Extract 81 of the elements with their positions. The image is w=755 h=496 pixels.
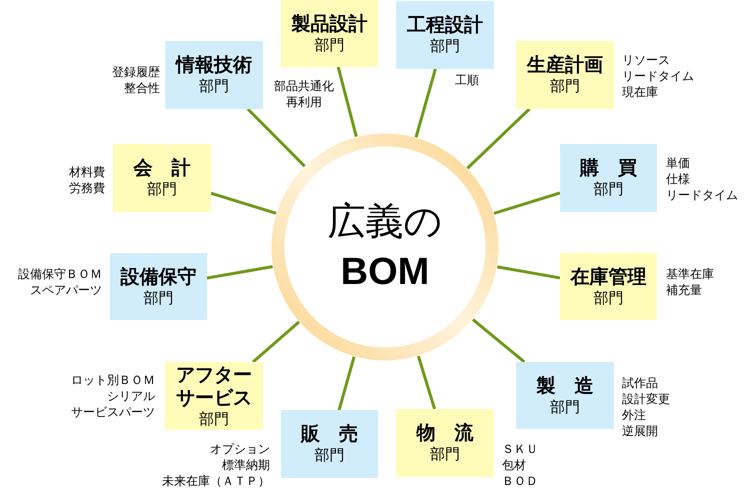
department-name: 販 売	[301, 423, 358, 446]
note-text: 部品共通化	[273, 78, 335, 94]
department-box	[281, 0, 378, 67]
department-box	[396, 1, 494, 69]
note-text: 設備保守ＢＯＭ	[18, 266, 102, 282]
department-label: 部門	[199, 77, 229, 96]
department-box	[560, 253, 657, 320]
department-label: 部門	[550, 398, 580, 416]
note-text: 登録履歴	[112, 64, 160, 80]
department-label: 部門	[314, 446, 344, 465]
department-box	[516, 41, 614, 109]
note-text: スペアパーツ	[29, 282, 102, 298]
note-text: 仕様	[666, 171, 691, 187]
center-circle	[271, 133, 499, 361]
connector-line	[246, 108, 306, 168]
connector-line	[414, 68, 437, 138]
department-name: 物 流	[416, 422, 474, 445]
department-box	[396, 409, 494, 477]
note-text: 現在庫	[622, 84, 659, 100]
connector-line	[493, 192, 560, 215]
department-name: 工程設計	[407, 14, 483, 37]
department-label: 部門	[550, 77, 580, 96]
department-label: 部門	[594, 180, 624, 199]
connector-line	[466, 108, 530, 170]
center-title: 広義の	[328, 200, 442, 245]
department-box	[110, 253, 207, 320]
note-text: 材料費	[69, 164, 105, 180]
note-text: 単価	[666, 155, 691, 171]
note-text: リードタイム	[622, 68, 694, 84]
note-text: 包材	[502, 457, 527, 473]
department-label: 部門	[144, 288, 174, 308]
department-label: 部門	[199, 410, 229, 428]
note-text: シリアル	[106, 388, 155, 404]
note-text: 補充量	[666, 282, 703, 298]
note-text: 未来在庫（ＡＴＰ）	[162, 473, 270, 489]
department-box	[113, 144, 211, 212]
department-name: 情報技術	[176, 54, 252, 77]
connector-line	[472, 318, 526, 364]
department-label: 部門	[314, 36, 344, 54]
note-text: 整合性	[123, 80, 160, 96]
department-name: アフターサービス	[175, 364, 253, 410]
department-box	[516, 362, 614, 429]
connector-line	[206, 265, 273, 280]
department-name: 在庫管理	[570, 266, 646, 288]
note-text: 外注	[622, 407, 647, 423]
note-text: 逆展開	[622, 423, 659, 439]
connector-line	[210, 192, 277, 215]
note-text: 試作品	[622, 375, 659, 391]
note-text: リソース	[622, 52, 671, 68]
department-label: 部門	[430, 445, 460, 464]
department-name: 生産計画	[527, 54, 603, 77]
department-name: 設備保守	[120, 266, 196, 288]
department-name: 製 造	[536, 374, 594, 398]
department-box	[560, 144, 657, 212]
note-text: 標準納期	[221, 457, 270, 473]
department-name: 製品設計	[292, 12, 368, 36]
connector-line	[497, 265, 560, 280]
note-text: ＳＫＵ	[502, 441, 538, 457]
connector-line	[252, 320, 300, 364]
connector-line	[416, 356, 436, 410]
note-text: オプション	[209, 441, 270, 457]
note-text: 工順	[455, 72, 479, 88]
note-text: ロット別ＢＯＭ	[71, 372, 155, 388]
note-text: 基準在庫	[666, 266, 714, 282]
department-label: 部門	[594, 288, 624, 308]
center-title: BOM	[340, 250, 430, 295]
connector-line	[336, 66, 358, 138]
note-text: 労務費	[69, 180, 105, 196]
department-label: 部門	[147, 180, 177, 199]
note-text: ＢＯＤ	[502, 473, 538, 489]
department-name: 会 計	[134, 157, 190, 180]
department-name: 購 買	[580, 157, 637, 180]
connector-line	[338, 356, 356, 410]
note-text: リードタイム	[666, 187, 738, 203]
note-text: サービスパーツ	[71, 404, 155, 420]
note-text: 設計変更	[622, 391, 670, 407]
department-box	[281, 410, 378, 478]
department-box	[165, 41, 263, 109]
department-label: 部門	[430, 37, 460, 56]
note-text: 再利用	[285, 94, 323, 110]
department-box	[165, 362, 263, 430]
